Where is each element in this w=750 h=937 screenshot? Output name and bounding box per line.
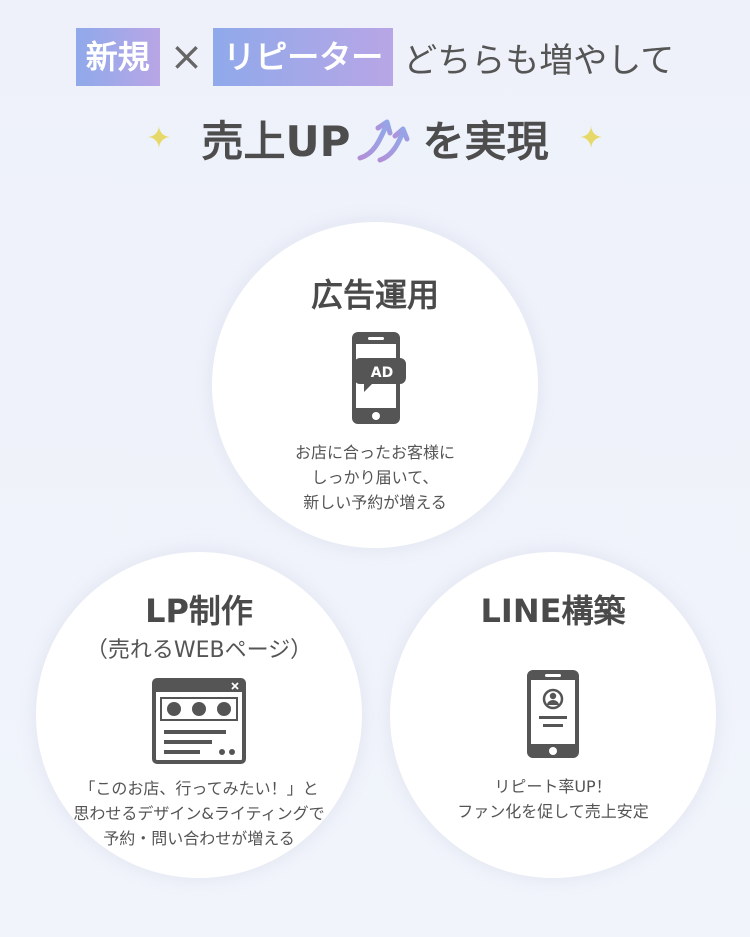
web-page-icon — [152, 678, 246, 764]
service-desc: お店に合ったお客様に しっかり届いて、 新しい予約が増える — [295, 440, 455, 515]
desc-line: しっかり届いて、 — [311, 468, 439, 487]
service-desc: リピート率UP！ ファン化を促して売上安定 — [457, 774, 649, 824]
tag-new: 新規 — [75, 28, 160, 86]
service-title: 広告運用 — [310, 276, 439, 314]
ad-icon-label: AD — [371, 365, 393, 381]
desc-line: お店に合ったお客様に — [294, 443, 455, 462]
service-desc: 「このお店、行ってみたい！」と 思わせるデザイン&ライティングで 予約・問い合わ… — [73, 776, 324, 851]
desc-line: 「このお店、行ってみたい！」と — [79, 779, 319, 798]
service-subtitle: （売れるWEBページ） — [85, 638, 313, 663]
subline: ✦ 売上UP を実現 ✦ — [0, 108, 750, 169]
service-title: LINE構築 — [480, 592, 626, 630]
smartphone-profile-icon — [525, 668, 581, 760]
desc-line: ファン化を促して売上安定 — [457, 802, 649, 821]
cross-mark: × — [169, 34, 204, 80]
smartphone-ad-icon: AD — [342, 330, 408, 426]
desc-line: リピート率UP！ — [494, 777, 612, 796]
up-arrow-icon — [357, 119, 410, 162]
sparkle-icon-right: ✦ — [578, 121, 604, 156]
headline-rest: どちらも増やして — [403, 40, 675, 81]
desc-line: 予約・問い合わせが増える — [103, 829, 295, 848]
headline: 新規 × リピーター どちらも増やして — [0, 28, 750, 86]
tag-repeater: リピーター — [213, 28, 394, 86]
desc-line: 新しい予約が増える — [303, 493, 447, 512]
service-title: LP制作 — [145, 592, 253, 630]
desc-line: 思わせるデザイン&ライティングで — [73, 804, 325, 823]
subline-main: 売上UP — [201, 117, 351, 166]
service-ad-operation: 広告運用 AD お店に合ったお客様に しっかり届いて、 新しい予約が増える — [212, 222, 538, 548]
service-lp-production: LP制作 （売れるWEBページ） 「このお店、行ってみたい！」と 思わせるデザイ… — [36, 552, 362, 878]
sparkle-icon-left: ✦ — [146, 121, 172, 156]
service-line-building: LINE構築 リピート率UP！ ファン化を促して売上安定 — [390, 552, 716, 878]
subline-suffix: を実現 — [422, 117, 549, 166]
